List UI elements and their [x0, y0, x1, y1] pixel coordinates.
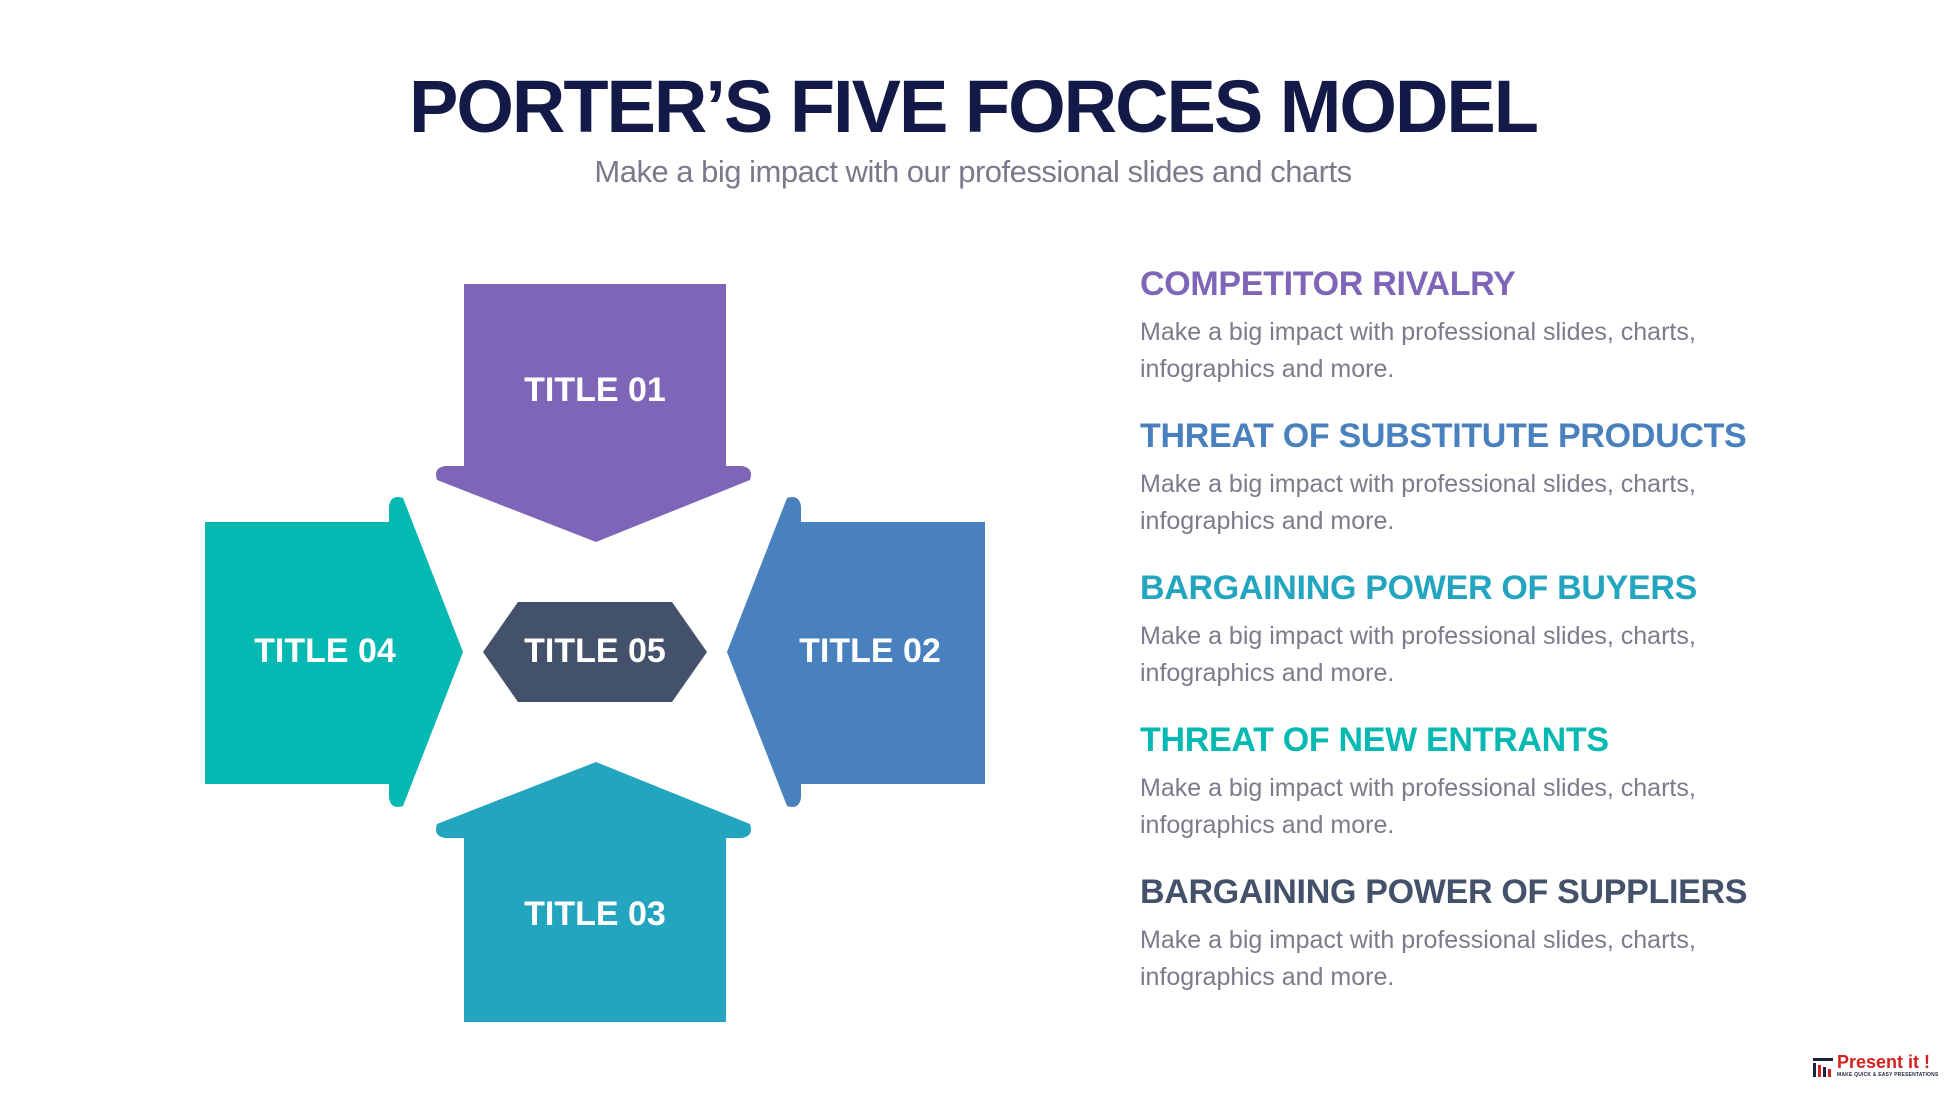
force-item-supplier-power: BARGAINING POWER OF SUPPLIERS Make a big… — [1140, 870, 1780, 996]
force-description: Make a big impact with professional slid… — [1140, 622, 1696, 687]
force-label-02: TITLE 02 — [799, 632, 941, 670]
force-item-competitor-rivalry: COMPETITOR RIVALRY Make a big impact wit… — [1140, 262, 1780, 388]
force-heading: COMPETITOR RIVALRY — [1140, 265, 1516, 303]
force-heading: BARGAINING POWER OF SUPPLIERS — [1140, 873, 1748, 911]
force-description: Make a big impact with professional slid… — [1140, 926, 1696, 991]
force-item-substitute-products: THREAT OF SUBSTITUTE PRODUCTS Make a big… — [1140, 414, 1780, 540]
forces-list: COMPETITOR RIVALRY Make a big impact wit… — [1140, 262, 1780, 996]
force-arrow-02 — [727, 497, 985, 807]
force-hexagon-05 — [483, 602, 707, 702]
force-item-buyer-power: BARGAINING POWER OF BUYERS Make a big im… — [1140, 566, 1780, 692]
force-description: Make a big impact with professional slid… — [1140, 318, 1696, 383]
page-subtitle: Make a big impact with our professional … — [594, 154, 1352, 189]
force-arrow-04 — [205, 497, 463, 807]
logo-text: Present it ! — [1837, 1052, 1931, 1072]
logo-tagline: MAKE QUICK & EASY PRESENTATIONS — [1837, 1072, 1939, 1078]
force-heading: BARGAINING POWER OF BUYERS — [1140, 569, 1698, 607]
force-label-04: TITLE 04 — [254, 632, 396, 670]
page-title: PORTER’S FIVE FORCES MODEL — [409, 65, 1539, 148]
force-description: Make a big impact with professional slid… — [1140, 470, 1696, 535]
force-arrow-01 — [436, 284, 751, 542]
force-arrow-03 — [436, 762, 751, 1022]
force-label-05: TITLE 05 — [524, 632, 666, 670]
brand-logo: Present it ! MAKE QUICK & EASY PRESENTAT… — [1812, 1052, 1942, 1082]
force-label-01: TITLE 01 — [524, 371, 666, 409]
force-heading: THREAT OF NEW ENTRANTS — [1140, 721, 1609, 759]
force-item-new-entrants: THREAT OF NEW ENTRANTS Make a big impact… — [1140, 718, 1780, 844]
force-description: Make a big impact with professional slid… — [1140, 774, 1696, 839]
force-heading: THREAT OF SUBSTITUTE PRODUCTS — [1140, 417, 1747, 455]
five-forces-diagram: TITLE 01 TITLE 02 TITLE 03 TITLE 04 TITL… — [205, 284, 985, 1022]
bar-chart-icon — [1813, 1058, 1833, 1077]
force-label-03: TITLE 03 — [524, 895, 666, 933]
